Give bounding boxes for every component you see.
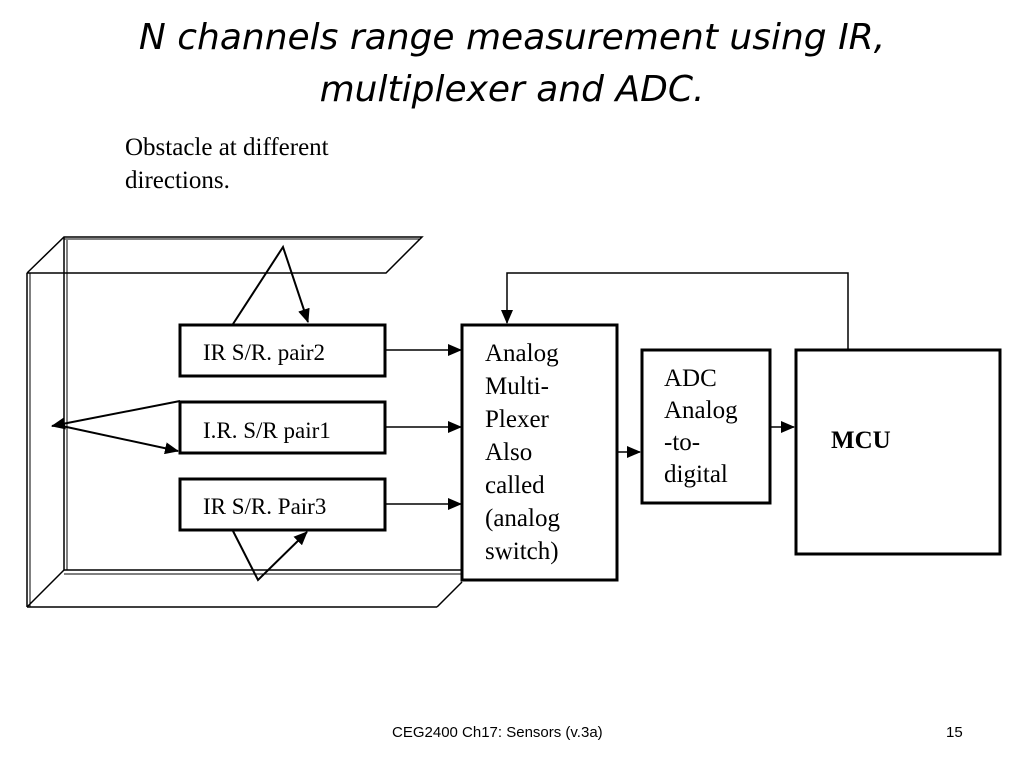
sensor-pair2-label: IR S/R. pair2 (203, 340, 325, 365)
footer-course-text: CEG2400 Ch17: Sensors (v.3a) (392, 724, 603, 741)
top-wall (26, 236, 424, 274)
page-number: 15 (946, 724, 963, 741)
mux-line-1: Analog (485, 340, 559, 367)
mux-line-2: Multi- (485, 373, 549, 400)
analog-multiplexer: Analog Multi- Plexer Also called (analog… (460, 323, 619, 582)
mux-line-3: Plexer (485, 406, 550, 433)
sensor-pair3: IR S/R. Pair3 (178, 477, 387, 532)
sensor-pair1-label: I.R. S/R pair1 (203, 418, 331, 443)
mcu-label: MCU (831, 427, 891, 454)
ir-beam-pair2 (232, 244, 310, 325)
mux-line-5: called (485, 472, 545, 499)
obstacle-caption-line-1: Obstacle at different (125, 134, 329, 161)
adc-line-1: ADC (664, 365, 717, 392)
mux-line-4: Also (485, 439, 532, 466)
adc-block: ADC Analog -to- digital (640, 348, 772, 505)
sensor-pair3-label: IR S/R. Pair3 (203, 494, 326, 519)
ir-beam-pair3 (232, 530, 308, 582)
ir-beam-pair1-return (61, 425, 179, 455)
slide-title-line-2: multiplexer and ADC. (319, 69, 705, 110)
adc-line-3: -to- (664, 429, 700, 456)
sensor-pair2: IR S/R. pair2 (178, 323, 387, 378)
arrow-mcu-select-feedback (501, 272, 849, 349)
slide-title: N channels range measurement using IR, m… (0, 12, 1024, 116)
slide-title-line-1: N channels range measurement using IR, (138, 17, 886, 58)
obstacle-caption-line-2: directions. (125, 167, 230, 194)
ir-beam-pair1-out (51, 400, 181, 430)
mux-line-6: (analog (485, 505, 560, 532)
mcu-block: MCU (794, 348, 1002, 556)
sensor-pair1: I.R. S/R pair1 (178, 400, 387, 455)
mux-line-7: switch) (485, 538, 559, 565)
adc-line-2: Analog (664, 397, 738, 424)
adc-line-4: digital (664, 461, 728, 488)
